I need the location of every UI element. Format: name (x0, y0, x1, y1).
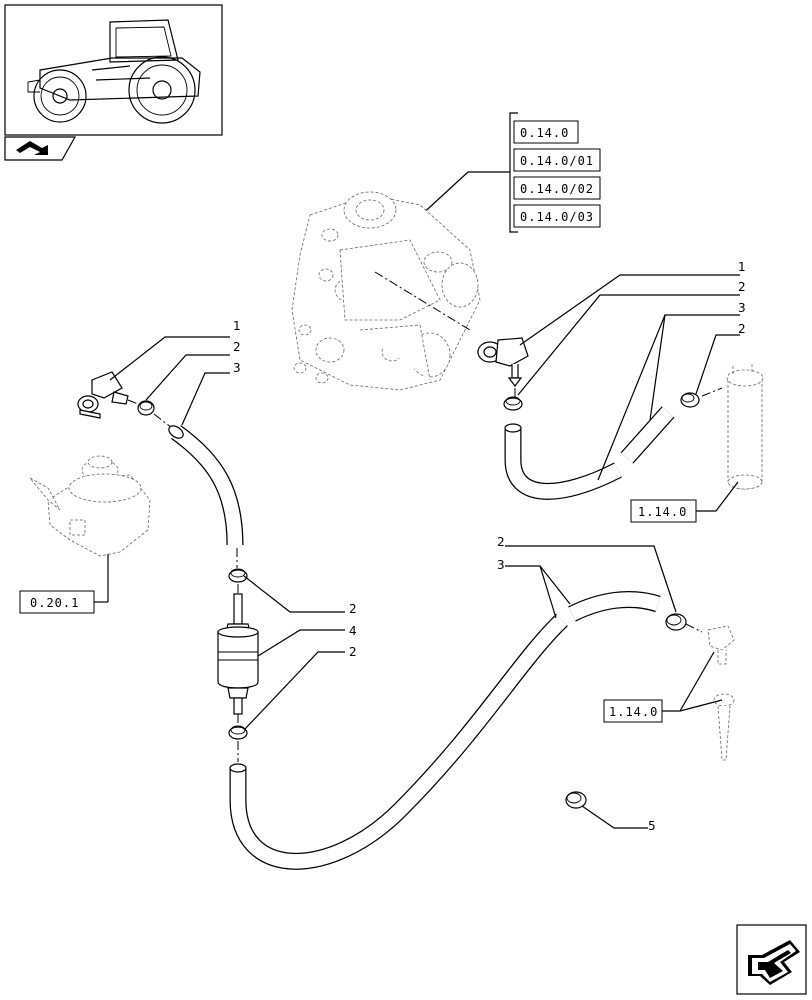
callout-right-3: 3 (738, 301, 746, 315)
inline-fuel-filter[interactable] (217, 593, 259, 715)
hose-clamp-filter-top[interactable] (228, 568, 248, 583)
callout-left-1: 1 (233, 319, 241, 333)
hose-clamp-right-top[interactable] (503, 396, 523, 411)
long-supply-hose[interactable] (229, 591, 661, 870)
ref-box-0-14-0-03[interactable]: 0.14.0/03 (513, 204, 601, 228)
left-fitting-centerline (127, 399, 139, 405)
callout-right-1: 1 (738, 260, 746, 274)
callout-leaders (109, 274, 740, 829)
tank-sender-ghost-right (726, 364, 764, 490)
feed-hose-left[interactable] (167, 423, 244, 546)
callout-right-2b: 2 (738, 322, 746, 336)
hose-clamp-lower-right[interactable] (665, 613, 687, 631)
ref-box-0-14-0-01[interactable]: 0.14.0/01 (513, 148, 601, 172)
banjo-fitting-left[interactable] (77, 371, 129, 419)
ref-box-0-14-0-02[interactable]: 0.14.0/02 (513, 176, 601, 200)
tank-connection-centerline (701, 387, 723, 397)
ref-box-1-14-0-right[interactable]: 1.14.0 (630, 499, 697, 523)
hose-clamp-filter-bottom[interactable] (228, 725, 248, 740)
svg-text:0.20.1: 0.20.1 (30, 596, 79, 610)
left-clamp-centerline (153, 413, 173, 429)
callout-left-2: 2 (233, 340, 241, 354)
ref-box-0-14-0[interactable]: 0.14.0 (513, 120, 579, 144)
hose-clamp-right-tank[interactable] (680, 392, 700, 408)
svg-text:0.14.0/02: 0.14.0/02 (520, 182, 594, 196)
ref-box-1-14-0-lower[interactable]: 1.14.0 (603, 699, 663, 723)
lift-pump-ghost (29, 455, 151, 557)
return-hose-right[interactable] (504, 406, 675, 500)
ref-box-0-20-1[interactable]: 0.20.1 (19, 585, 109, 614)
pump-reference-bracket (417, 112, 518, 233)
callout-mid-2b: 2 (349, 645, 357, 659)
tractor-thumbnail-icon (27, 19, 201, 124)
book-arrow-icon[interactable] (4, 136, 77, 161)
svg-text:1.14.0: 1.14.0 (609, 705, 658, 719)
callout-left-3: 3 (233, 361, 241, 375)
callout-item-5: 5 (648, 819, 656, 833)
next-page-arrow-icon[interactable] (736, 924, 807, 995)
callout-right-2a: 2 (738, 280, 746, 294)
svg-text:0.14.0/03: 0.14.0/03 (520, 210, 594, 224)
thumbnail-frame (4, 4, 223, 136)
svg-text:0.14.0: 0.14.0 (520, 126, 569, 140)
tank-fitting-ghost-lower (707, 625, 735, 761)
callout-mid-4: 4 (349, 624, 357, 638)
injection-pump-ghost (291, 191, 481, 391)
svg-text:0.14.0/01: 0.14.0/01 (520, 154, 594, 168)
callout-low-3: 3 (497, 558, 505, 572)
hose-clamp-item-5[interactable] (565, 791, 587, 809)
lower-right-centerline (685, 623, 703, 633)
svg-text:1.14.0: 1.14.0 (638, 505, 687, 519)
pump-outlet-centerline (374, 271, 471, 331)
callout-mid-2a: 2 (349, 602, 357, 616)
callout-low-2: 2 (497, 535, 505, 549)
hose-clamp-left-top[interactable] (137, 400, 155, 416)
